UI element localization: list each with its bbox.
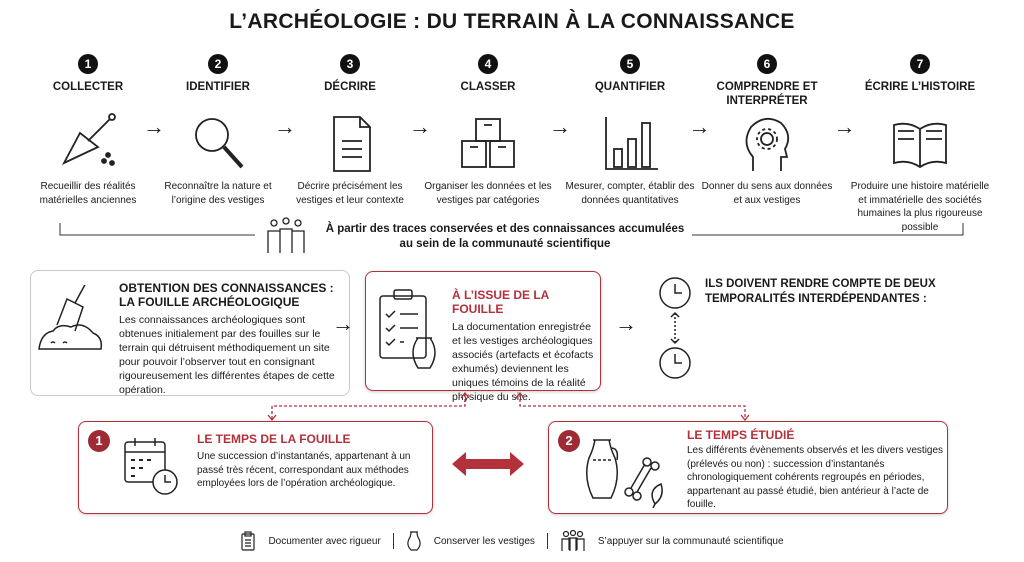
step-2-icon bbox=[195, 118, 244, 169]
arrow-right-icon: → bbox=[143, 114, 165, 139]
temps-fouille-title: LE TEMPS DE LA FOUILLE bbox=[197, 432, 351, 446]
step-7-icon bbox=[893, 122, 947, 169]
step-number: 4 bbox=[478, 54, 498, 74]
step-number: 2 bbox=[208, 54, 228, 74]
checklist-vase-icon bbox=[379, 289, 436, 369]
legend-communaute: S’appuyer sur la communauté scientifique bbox=[597, 535, 784, 547]
step-number: 1 bbox=[78, 54, 98, 74]
step-label: DÉCRIRE bbox=[324, 81, 376, 93]
arrow-right-icon: → bbox=[332, 311, 354, 336]
step-label: QUANTIFIER bbox=[594, 81, 666, 93]
step-number: 7 bbox=[910, 54, 930, 74]
shovel-dig-icon bbox=[38, 285, 103, 350]
fouille-text: Les connaissances archéologiques sont ob… bbox=[119, 314, 335, 396]
step-description: Reconnaître la nature et l’origine des v… bbox=[164, 181, 272, 206]
arrow-right-icon: → bbox=[274, 114, 296, 139]
issue-title: À L’ISSUE DE LA FOUILLE bbox=[452, 288, 549, 316]
temps-etudie-text: Les différents évènements observés et le… bbox=[687, 445, 944, 510]
vase-bone-leaf-icon bbox=[586, 439, 663, 508]
step-label: IDENTIFIER bbox=[186, 81, 250, 93]
arrow-right-icon: → bbox=[549, 114, 571, 139]
people-icon bbox=[561, 530, 585, 551]
arrow-right-icon: → bbox=[615, 311, 637, 336]
calendar-clock-icon bbox=[124, 438, 178, 495]
step-6-icon bbox=[745, 117, 790, 171]
temps-etudie-box: 2 LE TEMPS ÉTUDIÉ Les différents évèneme… bbox=[548, 421, 948, 514]
two-clocks-icon bbox=[659, 277, 691, 379]
arrow-right-icon: → bbox=[688, 114, 711, 139]
step-label: COLLECTER bbox=[52, 81, 124, 93]
temps-fouille-badge: 1 bbox=[88, 430, 110, 452]
step-1: 1 COLLECTER Recueillir des réalités maté… bbox=[18, 54, 158, 207]
temps-etudie-badge: 2 bbox=[558, 430, 580, 452]
step-2: 2 IDENTIFIER Reconnaître la nature et l’… bbox=[148, 54, 288, 207]
step-description: Décrire précisément les vestiges et leur… bbox=[296, 181, 404, 206]
legend: Documenter avec rigueur Conserver les ve… bbox=[0, 530, 1024, 552]
people-icon bbox=[267, 217, 305, 253]
step-6: 6 COMPRENDRE ET INTERPRÉTER Donner du se… bbox=[697, 54, 837, 207]
community-bracket bbox=[59, 217, 964, 253]
legend-conserver: Conserver les vestiges bbox=[433, 535, 535, 547]
step-label: CLASSER bbox=[460, 81, 516, 93]
step-4: 4 CLASSER Organiser les données et les v… bbox=[418, 54, 558, 207]
step-description: Mesurer, compter, établir des données qu… bbox=[565, 181, 695, 206]
step-label: COMPRENDRE ET INTERPRÉTER bbox=[716, 81, 818, 107]
page-title: L’ARCHÉOLOGIE : DU TERRAIN À LA CONNAISS… bbox=[229, 10, 795, 33]
step-description: Produire une histoire matérielle et imma… bbox=[850, 181, 990, 233]
fouille-title: OBTENTION DES CONNAISSANCES : LA FOUILLE… bbox=[119, 281, 334, 309]
step-5-icon bbox=[605, 117, 658, 170]
dashed-connectors bbox=[267, 391, 750, 422]
fouille-box: OBTENTION DES CONNAISSANCES : LA FOUILLE… bbox=[30, 270, 350, 396]
issue-text: La documentation enregistrée et les vest… bbox=[452, 321, 594, 403]
step-5: 5 QUANTIFIER Mesurer, compter, établir d… bbox=[560, 54, 700, 207]
step-number: 5 bbox=[620, 54, 640, 74]
step-label: ÉCRIRE L’HISTOIRE bbox=[864, 81, 976, 93]
double-arrow-icon bbox=[452, 452, 524, 476]
step-number: 3 bbox=[340, 54, 360, 74]
step-4-icon bbox=[461, 118, 515, 168]
temps-fouille-box: 1 LE TEMPS DE LA FOUILLE Une succession … bbox=[78, 421, 433, 514]
step-description: Organiser les données et les vestiges pa… bbox=[424, 181, 552, 206]
step-7: 7 ÉCRIRE L’HISTOIRE Produire une histoir… bbox=[850, 54, 990, 234]
step-description: Donner du sens aux données et aux vestig… bbox=[701, 181, 833, 206]
temps-fouille-text: Une succession d’instantanés, appartenan… bbox=[197, 451, 411, 489]
step-1-icon bbox=[61, 113, 116, 166]
step-number: 6 bbox=[757, 54, 777, 74]
step-3: 3 DÉCRIRE Décrire précisément les vestig… bbox=[280, 54, 420, 207]
arrow-right-icon: → bbox=[833, 114, 856, 139]
issue-box: À L’ISSUE DE LA FOUILLE La documentation… bbox=[365, 271, 601, 403]
step-3-icon bbox=[333, 116, 371, 172]
vase-icon bbox=[407, 531, 421, 551]
community-text: À partir des traces conservées et des co… bbox=[325, 223, 685, 250]
arrow-right-icon: → bbox=[409, 114, 431, 139]
temporalites-heading: ILS DOIVENT RENDRE COMPTE DE DEUX TEMPOR… bbox=[705, 278, 936, 305]
step-description: Recueillir des réalités matérielles anci… bbox=[39, 181, 137, 206]
clipboard-icon bbox=[241, 531, 256, 551]
legend-documenter: Documenter avec rigueur bbox=[268, 535, 381, 547]
temps-etudie-title: LE TEMPS ÉTUDIÉ bbox=[687, 428, 795, 442]
